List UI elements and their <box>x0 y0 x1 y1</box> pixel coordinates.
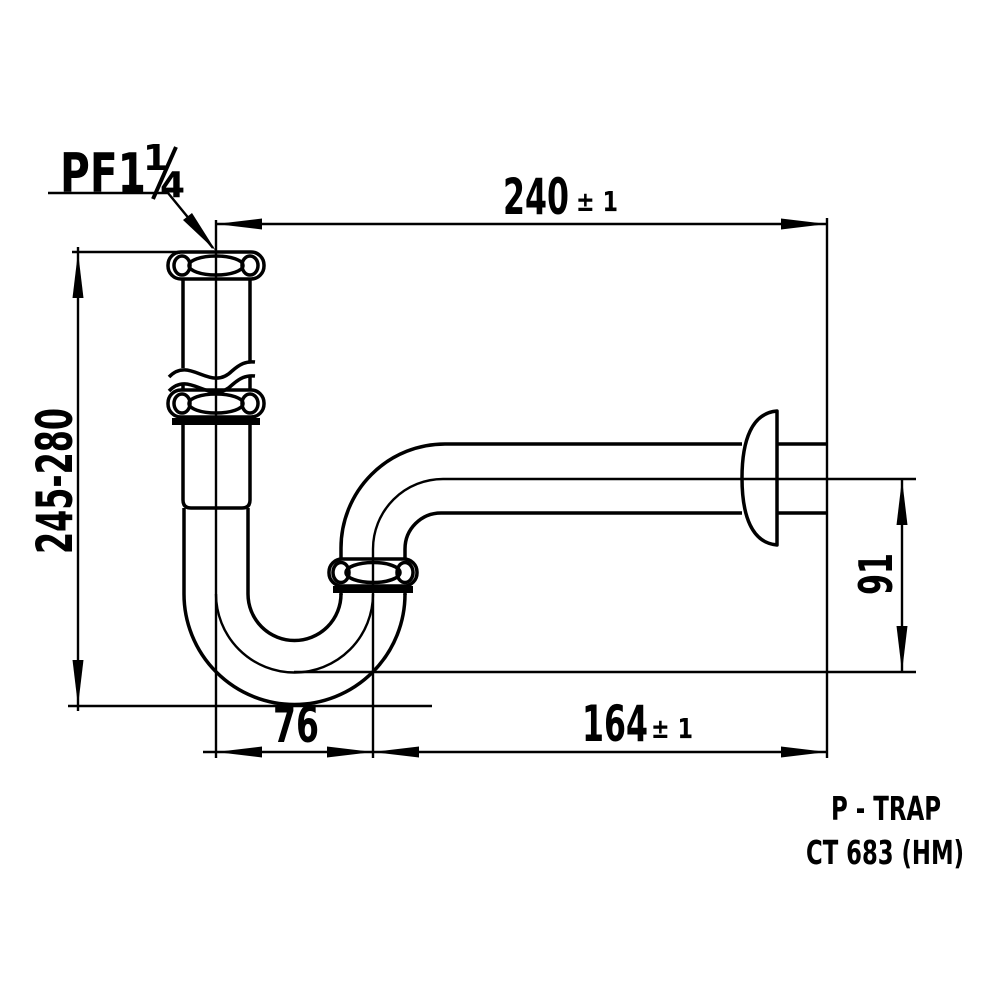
slip-nut-middle-lobe-left <box>172 392 192 415</box>
dim-outlet-drop-value: 91 <box>849 553 903 595</box>
wall-flange <box>740 409 779 547</box>
pipe-break-wave-upper <box>167 360 256 380</box>
inlet-socket <box>181 425 252 510</box>
slip-nut-top-lobe-right <box>240 254 260 277</box>
arrow-trap-offset-left <box>216 746 262 758</box>
thread-callout-label: PF1 <box>60 142 146 205</box>
dim-overall-width-value: 240 <box>503 168 569 226</box>
dim-outlet-length-tolerance: ± 1 <box>651 712 693 745</box>
arrow-outlet-drop-top <box>896 479 908 525</box>
slip-nut-outlet-lobe-left <box>331 560 351 585</box>
arrow-inlet-height-top <box>72 252 84 298</box>
u-bend-centerline <box>214 593 375 674</box>
slip-nut-middle-lobe-right <box>240 392 260 415</box>
model-code: CT 683 (HM) <box>806 833 964 872</box>
arrow-trap-offset-right <box>327 746 373 758</box>
slip-nut-outlet <box>327 557 419 593</box>
dim-trap-offset-value: 76 <box>273 696 319 754</box>
dim-overall-width-tolerance: ± 1 <box>576 185 618 218</box>
arrow-inlet-height-bottom <box>72 660 84 706</box>
slip-nut-top-body <box>166 250 266 281</box>
annotations: PF1 1 4 240 ± 1 245-280 91 76 164 ± 1 P … <box>26 138 964 872</box>
dim-outlet-length-value: 164 <box>582 695 648 753</box>
arrow-thread-callout <box>183 213 216 251</box>
arrowheads <box>72 213 908 758</box>
u-bend-outer <box>182 593 407 707</box>
slip-nut-outlet-lobe-right <box>395 560 415 585</box>
pipe-break-wave-lower <box>167 374 256 394</box>
thread-callout-fraction-denominator: 4 <box>160 165 185 206</box>
arrow-overall-width-left <box>216 218 262 230</box>
elbow-outer <box>339 442 446 549</box>
u-bend-inner <box>246 593 343 643</box>
thread-callout-fraction-numerator: 1 <box>143 138 168 179</box>
product-name: P - TRAP <box>831 789 941 828</box>
elbow-centerline <box>371 477 444 550</box>
slip-nut-top-lobe-left <box>172 254 192 277</box>
slip-nut-top <box>166 250 266 281</box>
arrow-outlet-length-right <box>781 746 827 758</box>
arrow-outlet-drop-bottom <box>896 626 908 672</box>
slip-nut-middle <box>166 388 266 425</box>
arrow-overall-width-right <box>781 218 827 230</box>
arrow-outlet-length-left <box>373 746 419 758</box>
slip-nuts <box>166 250 419 593</box>
slip-nut-outlet-face <box>344 560 402 585</box>
fraction-slash <box>151 146 178 200</box>
dimension-linework <box>48 146 916 758</box>
elbow-inner <box>403 511 442 550</box>
pipework <box>167 279 827 707</box>
dim-inlet-height-value: 245-280 <box>26 408 84 554</box>
slip-nut-middle-body <box>166 388 266 419</box>
